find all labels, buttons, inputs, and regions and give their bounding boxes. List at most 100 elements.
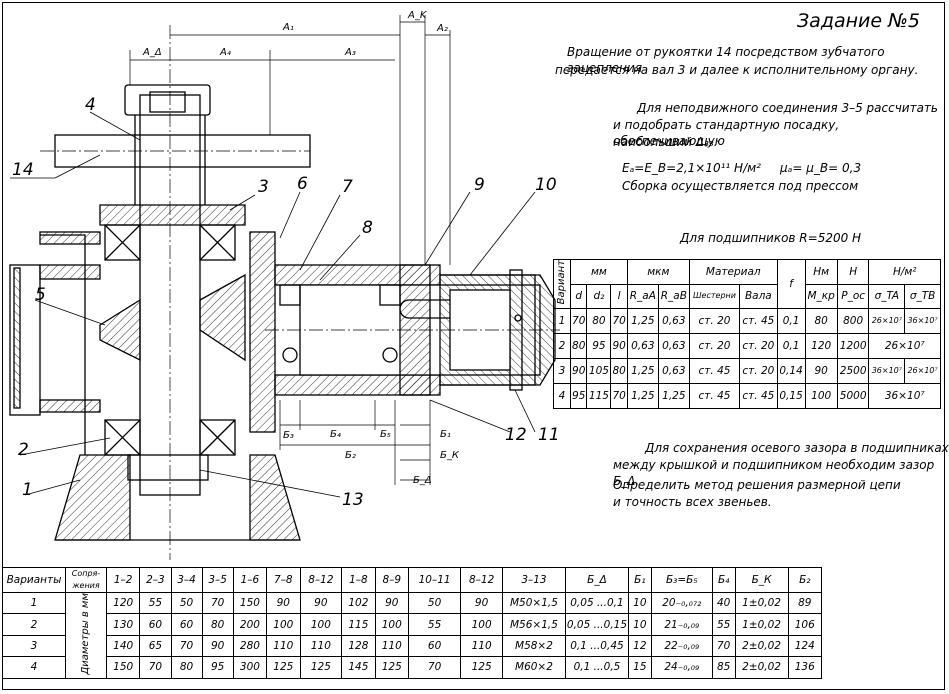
- table-cell: 55: [407, 613, 462, 636]
- task-title: Задание №5: [797, 10, 920, 32]
- table-header: 2–3: [139, 567, 172, 593]
- table-cell: 95: [569, 383, 588, 410]
- dim-b2: Б₂: [345, 450, 356, 461]
- table-cell: М50×1,5: [501, 591, 566, 615]
- part-label-6: 6: [297, 174, 308, 194]
- table-cell: 80: [586, 308, 612, 335]
- table-header: Н: [836, 259, 870, 285]
- table-cell: 140: [105, 634, 141, 658]
- part-label-7: 7: [342, 177, 353, 197]
- table-cell: 200: [232, 613, 268, 636]
- table-cell: 110: [266, 634, 301, 658]
- part-label-10: 10: [535, 175, 557, 195]
- table-cell: 40: [711, 591, 736, 615]
- table-cell: 70: [139, 656, 172, 679]
- table-cell: 1,25: [626, 383, 659, 410]
- table-header: Сопря-жения: [65, 567, 107, 593]
- table-cell: 80: [804, 308, 838, 335]
- part-label-14: 14: [12, 160, 34, 180]
- table-row: 2 130 60 60 80 200 100 100 115 100 55 10…: [2, 613, 823, 636]
- table-header: 1–6: [232, 567, 268, 593]
- table-cell: 3: [2, 634, 66, 658]
- table-row: 1 70 80 70 1,25 0,63 ст. 20 ст. 45 0,1 8…: [553, 308, 941, 335]
- clearance-line-1: Для сохранения осевого зазора в подшипни…: [645, 441, 949, 455]
- table-cell: 1200: [836, 333, 870, 360]
- table-cell: 120: [804, 333, 838, 360]
- table-row: 4 150 70 80 95 300 125 125 145 125 70 12…: [2, 656, 823, 679]
- table-cell: 3: [553, 358, 571, 385]
- table-header: f: [776, 258, 806, 310]
- table-cell: ст. 20: [739, 333, 778, 360]
- table-row: 2 80 95 90 0,63 0,63 ст. 20 ст. 20 0,1 1…: [553, 333, 941, 360]
- table-cell: 145: [341, 656, 376, 679]
- part-label-5: 5: [35, 285, 46, 305]
- table-header: 1–8: [341, 567, 376, 593]
- table-header: Б_К: [734, 567, 789, 593]
- table-header: M_кр: [804, 283, 838, 310]
- dim-a4: A₄: [219, 47, 231, 58]
- table-row: 1 Диаметры в мм 120 55 50 70 150 90 90 1…: [2, 591, 823, 679]
- table-header: Вала: [739, 283, 778, 310]
- table-cell: 1,25: [657, 383, 690, 410]
- table-cell: 95: [201, 656, 234, 679]
- housing-base: [9, 231, 301, 541]
- clearance-line-3: Определить метод решения размерной цепи: [613, 478, 901, 492]
- table-cell: 36×10⁷: [904, 308, 941, 335]
- table-cell: 90: [266, 591, 301, 615]
- table-cell: 100: [299, 613, 343, 636]
- table-cell: 1,25: [626, 358, 659, 385]
- table-cell: 115: [586, 383, 612, 410]
- table-cell: 89: [787, 591, 823, 615]
- table-cell: 2: [2, 613, 66, 636]
- table-cell: 85: [711, 656, 736, 679]
- table-cell: 50: [407, 591, 462, 615]
- table-cell: 1,25: [626, 308, 659, 335]
- table-cell: 80: [610, 358, 628, 385]
- part-label-4: 4: [85, 95, 96, 115]
- table-header: l: [610, 283, 628, 310]
- horizontal-shaft: [265, 264, 560, 396]
- task-line-2: и подобрать стандартную посадку, обеспеч…: [613, 118, 840, 148]
- table-cell: 4: [553, 383, 571, 410]
- table-cell: 0,1: [776, 333, 806, 360]
- table-cell: 1±0,02: [734, 591, 789, 615]
- table-cell: 90: [299, 591, 343, 615]
- table-header: R_aA: [626, 283, 659, 310]
- table-cell: 10: [627, 613, 652, 636]
- table-header: Б₄: [711, 567, 736, 593]
- table-cell: 5000: [836, 383, 870, 410]
- dimension-labels: A₁ A_K A₂ A_Δ A₄ A₃ Б₃ Б₄ Б₅ Б₁ Б₂ Б_К Б…: [142, 10, 460, 486]
- table-cell: 22₋₀,₀₉: [650, 634, 713, 658]
- table-cell: ст. 45: [688, 358, 741, 385]
- table-cell: 280: [232, 634, 268, 658]
- table-cell: 90: [610, 333, 628, 360]
- table-header: 8–12: [460, 567, 503, 593]
- table-cell: 55: [711, 613, 736, 636]
- table-cell: 90: [374, 591, 409, 615]
- part-label-9: 9: [474, 175, 485, 195]
- clearance-line-4: и точность всех звеньев.: [613, 495, 772, 509]
- table-cell: 100: [804, 383, 838, 410]
- table-cell: 128: [341, 634, 376, 658]
- table-cell: 95: [586, 333, 612, 360]
- table-cell: ст. 20: [688, 308, 741, 335]
- table-row: 3 140 65 70 90 280 110 110 128 110 60 11…: [2, 634, 823, 658]
- table-cell: 0,63: [657, 358, 690, 385]
- table-row: Вариант мм мкм Материал f Нм Н Н/м²: [553, 258, 941, 310]
- table-header: 8–9: [374, 567, 409, 593]
- table-header: Н/м²: [868, 259, 941, 285]
- part-label-8: 8: [362, 218, 373, 238]
- table-cell: 12: [627, 634, 652, 658]
- table-header: Варианты: [2, 567, 66, 593]
- table-cell: 0,05 ...0,1: [564, 591, 629, 615]
- table-header: Шестерни: [688, 283, 741, 310]
- table-cell: 115: [341, 613, 376, 636]
- table-row: 4 95 115 70 1,25 1,25 ст. 45 ст. 45 0,15…: [553, 383, 941, 410]
- table-cell: 102: [341, 591, 376, 615]
- table-cell: 300: [232, 656, 268, 679]
- table-cell: 106: [787, 613, 823, 636]
- bearings-table: Вариант мм мкм Материал f Нм Н Н/м² d d₂…: [553, 258, 941, 410]
- bearings-title: Для подшипников R=5200 Н: [680, 231, 862, 245]
- part-label-12: 12: [505, 425, 527, 445]
